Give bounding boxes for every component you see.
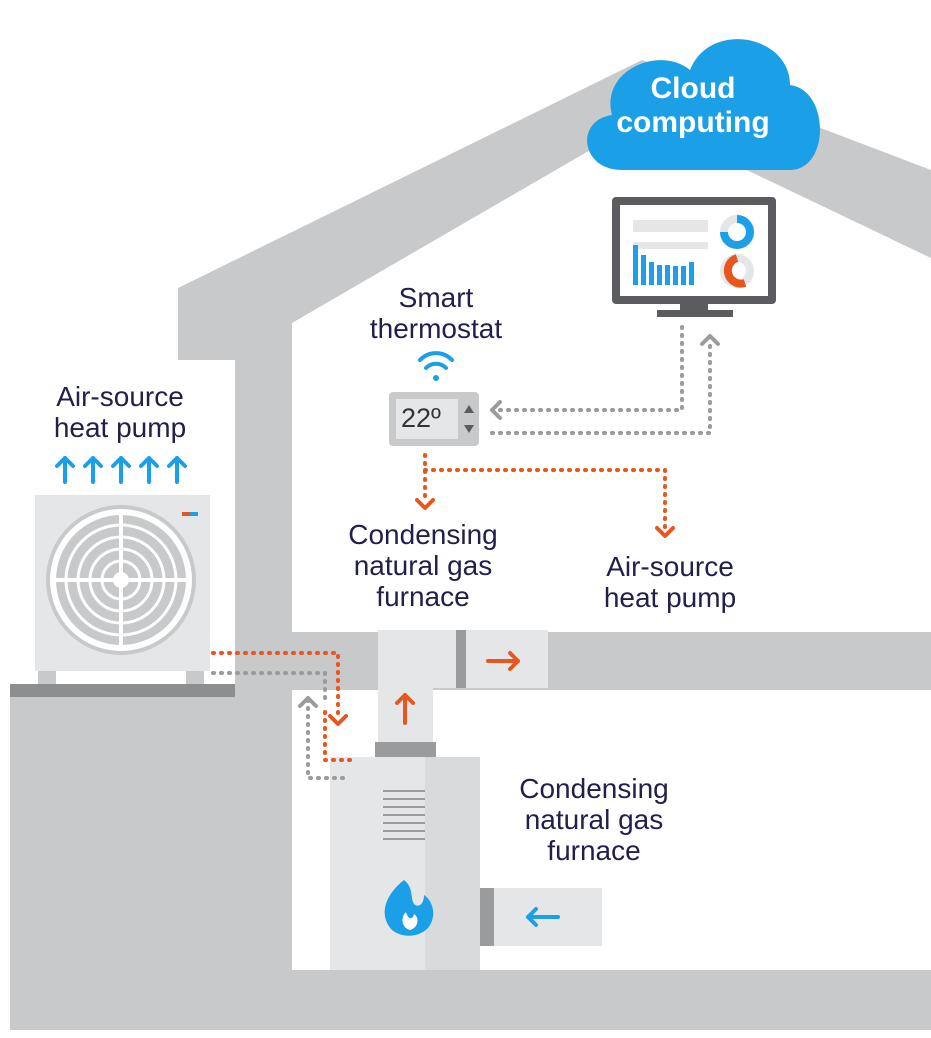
thermostat-label: Smart thermostat — [336, 282, 536, 344]
cloud-computing-label: Cloud computing — [595, 72, 791, 140]
heat-pump-label-line: heat pump — [603, 582, 737, 613]
arrow-right-icon — [486, 651, 520, 671]
furnace-label-line: furnace — [547, 835, 641, 866]
heat-pump-label-left: Air-source heat pump — [20, 381, 220, 443]
left-wall — [235, 320, 292, 1030]
arrow-left-icon — [526, 907, 560, 927]
thermostat-temperature: 22º — [401, 403, 441, 433]
cloud-label-line: Cloud — [650, 72, 736, 105]
furnace-unit — [330, 757, 480, 970]
arrow-up-icon — [395, 693, 415, 725]
heat-pump-label-line: Air-source — [606, 551, 734, 582]
heat-pump-label-right: Air-source heat pump — [570, 551, 770, 613]
roof — [178, 60, 931, 360]
furnace-label-line: furnace — [376, 581, 470, 612]
furnace-label-bottom: Condensing natural gas furnace — [494, 773, 694, 866]
furnace-label-line: natural gas — [524, 804, 664, 835]
floor — [235, 970, 931, 1030]
furnace-label-middle: Condensing natural gas furnace — [323, 519, 523, 612]
heat-pump-label-line: heat pump — [53, 412, 187, 443]
cloud-label-line: computing — [616, 106, 770, 139]
cloud-icon — [587, 39, 820, 171]
duct-system — [375, 630, 602, 946]
heat-pump-unit — [35, 495, 210, 684]
furnace-label-line: Condensing — [348, 519, 498, 550]
data-arrowheads — [298, 334, 720, 708]
outdoor-base — [10, 697, 235, 1030]
arrow-up-icon — [55, 456, 187, 484]
thermostat — [389, 392, 479, 446]
control-arrowheads — [328, 498, 675, 726]
furnace-label-line: natural gas — [353, 550, 493, 581]
monitor-icon — [612, 197, 776, 317]
wifi-icon — [418, 351, 454, 381]
heat-pump-label-line: Air-source — [56, 381, 184, 412]
fan-icon — [46, 505, 196, 655]
data-connections — [211, 320, 712, 780]
thermostat-label-line: thermostat — [369, 313, 503, 344]
furnace-label-line: Condensing — [519, 773, 669, 804]
flame-icon — [384, 880, 434, 936]
outdoor-base-top — [10, 684, 235, 697]
control-connections — [211, 453, 667, 762]
thermostat-label-line: Smart — [398, 282, 474, 313]
